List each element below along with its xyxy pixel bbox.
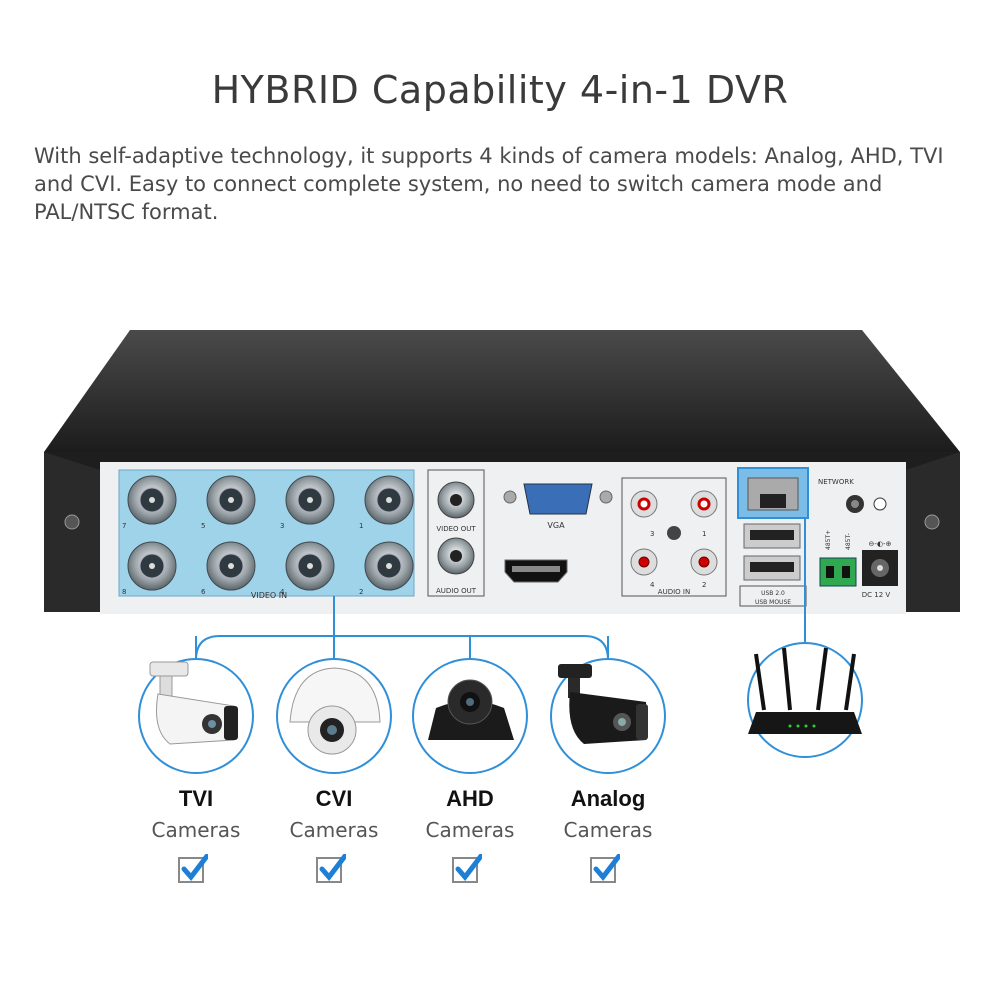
camera-type-label: TVI	[178, 786, 214, 811]
connection-lines	[195, 518, 806, 661]
vga-port: VGA	[503, 483, 613, 530]
description-line: PAL/NTSC format.	[34, 200, 219, 224]
camera-type-label: AHD	[446, 786, 494, 811]
audio-out-label: AUDIO OUT	[436, 587, 477, 595]
camera-type-label: Analog	[570, 786, 646, 811]
vga-label: VGA	[547, 521, 565, 530]
bnc-channel-number: 2	[359, 588, 363, 596]
description-line: With self-adaptive technology, it suppor…	[34, 144, 944, 168]
bnc-channel-number: 7	[122, 522, 126, 530]
bnc-channel-number: 3	[280, 522, 284, 530]
camera-sub-label: Cameras	[289, 818, 379, 842]
video-audio-out-block: VIDEO OUT AUDIO OUT	[427, 469, 485, 597]
usb-label: USB 2.0	[761, 590, 785, 597]
video-in-panel: 7 5 3 1 8 6 4 2 VIDEO IN	[118, 469, 415, 600]
audio-in-number: 3	[650, 530, 654, 538]
audio-in-number: 1	[702, 530, 706, 538]
checkbox-checked-icon	[178, 854, 208, 883]
dome-camera-white-icon	[289, 667, 381, 755]
dome-camera-black-icon	[428, 679, 514, 740]
page-title: HYBRID Capability 4-in-1 DVR	[211, 68, 789, 112]
network-label: NETWORK	[818, 478, 854, 486]
router-icon	[748, 647, 862, 734]
hdmi-port	[504, 559, 568, 583]
audio-in-label: AUDIO IN	[658, 588, 690, 596]
video-in-label: VIDEO IN	[251, 591, 287, 600]
camera-sub-label: Cameras	[151, 818, 241, 842]
rs485-plus-label: 485T+	[825, 530, 832, 550]
checkbox-checked-icon	[590, 854, 620, 883]
audio-in-number: 2	[702, 581, 706, 589]
description-line: and CVI. Easy to connect complete system…	[34, 172, 883, 196]
bnc-channel-number: 5	[201, 522, 205, 530]
camera-sub-label: Cameras	[563, 818, 653, 842]
bullet-camera-black-icon	[558, 664, 648, 744]
camera-type-label: CVI	[315, 786, 353, 811]
description: With self-adaptive technology, it suppor…	[34, 142, 974, 226]
bnc-channel-number: 4	[280, 588, 285, 596]
audio-in-number: 4	[650, 581, 655, 589]
video-out-label: VIDEO OUT	[436, 525, 476, 533]
bnc-channel-number: 8	[122, 588, 126, 596]
network-usb-block: USB 2.0 USB MOUSE NETWORK	[737, 467, 887, 607]
bnc-channel-number: 6	[201, 588, 206, 596]
rs485-minus-label: 485T-	[845, 533, 852, 550]
bullet-camera-white-icon	[149, 661, 238, 745]
checkbox-checked-icon	[316, 854, 346, 883]
checkbox-checked-icon	[452, 854, 482, 883]
camera-sub-label: Cameras	[425, 818, 515, 842]
svg-text:⊖-◐-⊕: ⊖-◐-⊕	[869, 540, 892, 548]
usb-mouse-label: USB MOUSE	[755, 599, 791, 606]
dc-label: DC 12 V	[862, 591, 891, 599]
power-rs485-block: 485T+ 485T- ⊖-◐-⊕ DC 12 V	[819, 530, 898, 599]
audio-in-block: 3 1 4 2 AUDIO IN	[621, 477, 727, 597]
bnc-channel-number: 1	[359, 522, 363, 530]
